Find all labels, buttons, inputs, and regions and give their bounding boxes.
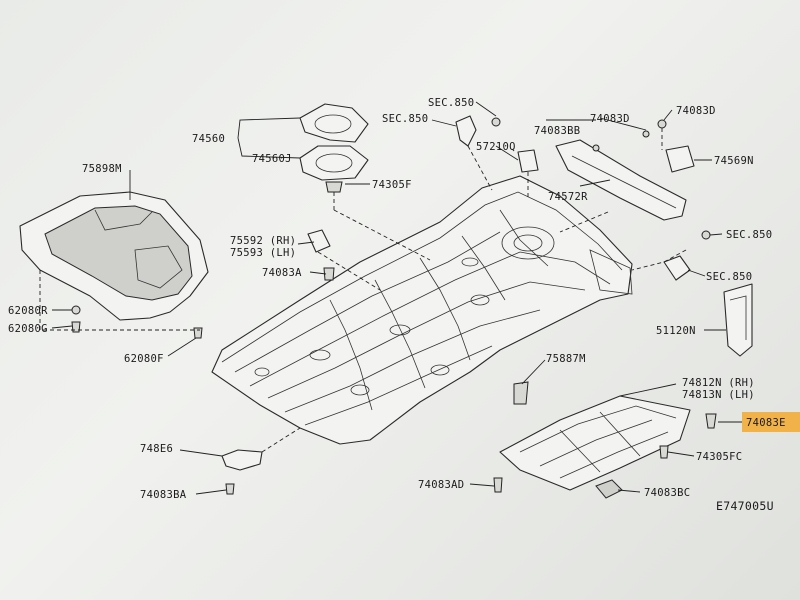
label-74083ba: 74083BA	[140, 489, 187, 501]
label-74305f: 74305F	[372, 179, 412, 191]
label-74083d-b: 74083D	[676, 105, 716, 117]
label-51120n: 51120N	[656, 325, 696, 337]
label-74083bb: 74083BB	[534, 125, 580, 137]
label-74083d-a: 74083D	[590, 113, 630, 125]
label-74813n: 74813N (LH)	[682, 389, 755, 401]
side-trim-51120n	[723, 283, 753, 357]
label-748e6: 748E6	[140, 443, 173, 455]
label-74560: 74560	[192, 133, 225, 145]
rear-crossmember	[555, 119, 695, 233]
label-74569n: 74569N	[714, 155, 754, 167]
label-74083e: 74083E	[746, 417, 786, 429]
sec850-right-parts	[631, 230, 711, 281]
label-75898m: 75898M	[82, 163, 122, 175]
label-75592: 75592 (RH)	[230, 235, 296, 247]
label-74560j: 74560J	[252, 153, 292, 165]
label-57210q: 57210Q	[476, 141, 516, 153]
label-62080f: 62080F	[124, 353, 164, 365]
label-62080r: 62080R	[8, 305, 48, 317]
highlight-74083e	[742, 412, 800, 432]
label-sec850-c: SEC.850	[726, 229, 772, 241]
part-labels: 74560 74560J 74305F SEC.850 SEC.850 5721…	[8, 97, 786, 513]
label-74083a: 74083A	[262, 267, 302, 279]
clips-62080	[39, 270, 203, 339]
leader-lines	[51, 101, 744, 495]
label-74572r: 74572R	[548, 191, 588, 203]
label-62080g: 62080G	[8, 323, 48, 335]
label-sec850-d: SEC.850	[706, 271, 752, 283]
bracket-748e6	[221, 427, 301, 495]
label-74083ad: 74083AD	[418, 479, 464, 491]
label-sec850-a: SEC.850	[428, 97, 474, 109]
rear-under-cover-74812n	[493, 381, 717, 499]
under-cover-75898m	[19, 191, 209, 321]
spare-tire-hardware	[299, 103, 431, 261]
diagram-id: E747005U	[716, 499, 774, 513]
label-74083bc: 74083BC	[644, 487, 690, 499]
label-sec850-b: SEC.850	[382, 113, 428, 125]
floor-panel	[211, 175, 633, 445]
label-75887m: 75887M	[546, 353, 586, 365]
bracket-sec850	[455, 115, 539, 198]
bracket-75592	[307, 229, 381, 291]
label-74305fc: 74305FC	[696, 451, 742, 463]
label-74812n: 74812N (RH)	[682, 377, 755, 389]
label-75593: 75593 (LH)	[230, 247, 296, 259]
